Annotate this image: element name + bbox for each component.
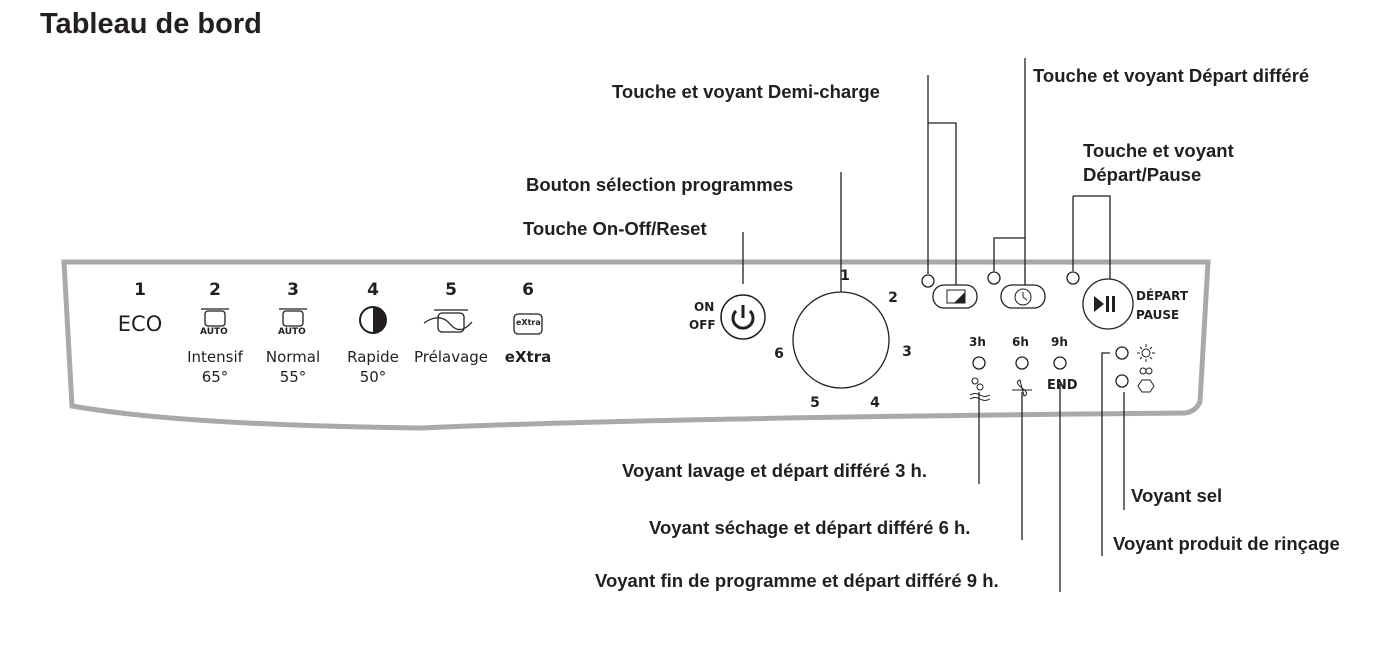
label-rincage: Voyant produit de rinçage	[1113, 533, 1340, 554]
label-depart-differe: Touche et voyant Départ différé	[1033, 65, 1310, 86]
on-label: ON	[694, 300, 715, 314]
label-depart-pause-2: Départ/Pause	[1083, 164, 1202, 185]
program-number: 6	[522, 280, 534, 300]
dial-2: 2	[888, 290, 898, 306]
dial-6: 6	[774, 346, 784, 362]
auto-badge: AUTO	[200, 327, 228, 337]
dial-4: 4	[870, 395, 880, 411]
dial-3: 3	[902, 344, 912, 360]
power-icon	[731, 305, 755, 330]
dial-5: 5	[810, 395, 820, 411]
label-depart-pause-1: Touche et voyant	[1083, 140, 1234, 161]
dial-1: 1	[840, 268, 850, 284]
extra-icon: eXtra	[516, 318, 541, 327]
program-number: 4	[367, 280, 379, 300]
play-pause-icon	[1094, 296, 1115, 312]
label-selection: Bouton sélection programmes	[526, 174, 794, 195]
salt-led	[1115, 374, 1129, 388]
timer-6h: 6h	[1012, 335, 1029, 349]
delay-led	[987, 271, 1001, 285]
timer-3h: 3h	[969, 335, 986, 349]
program-number: 3	[287, 280, 299, 300]
label-demi-charge: Touche et voyant Demi-charge	[612, 81, 880, 102]
page-title: Tableau de bord	[40, 8, 262, 40]
fan-icon	[1012, 379, 1032, 397]
auto-badge: AUTO	[278, 327, 306, 337]
wash-icon	[969, 377, 991, 401]
led-6h	[1015, 356, 1029, 370]
timer-9h: 9h	[1051, 335, 1068, 349]
pot-icons	[201, 308, 543, 335]
program-prelavage: Prélavage	[413, 348, 489, 366]
label-lavage: Voyant lavage et départ différé 3 h.	[622, 460, 927, 481]
dial	[792, 291, 890, 389]
rapide-icon	[359, 306, 387, 334]
label-sel: Voyant sel	[1131, 485, 1223, 506]
clock-icon	[1014, 288, 1032, 306]
program-number: 1	[134, 280, 146, 300]
panel-outline	[61, 259, 1211, 431]
start-pause-led	[1066, 271, 1080, 285]
off-label: OFF	[689, 318, 716, 332]
program-number: 5	[445, 280, 457, 300]
rinse-led	[1115, 346, 1129, 360]
half-load-led	[921, 274, 935, 288]
salt-icon	[1137, 367, 1155, 393]
end-label: END	[1047, 378, 1078, 393]
label-on-off: Touche On-Off/Reset	[523, 218, 707, 239]
label-fin: Voyant fin de programme et départ différ…	[595, 570, 999, 591]
sun-icon	[1137, 344, 1155, 362]
led-9h	[1053, 356, 1067, 370]
program-eco: ECO	[117, 312, 163, 336]
program-number: 2	[209, 280, 221, 300]
label-sechage: Voyant séchage et départ différé 6 h.	[649, 517, 971, 538]
depart-label: DÉPART	[1136, 289, 1189, 303]
program-extra: eXtra	[504, 348, 552, 366]
pause-label: PAUSE	[1136, 308, 1180, 322]
led-3h	[972, 356, 986, 370]
